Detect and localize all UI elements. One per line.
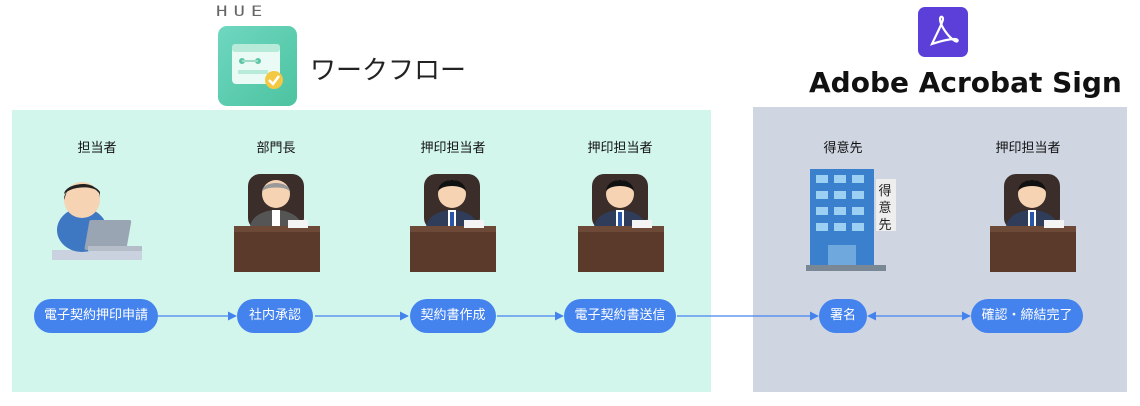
hue-brand-text: HUE: [216, 3, 269, 20]
building-sign-char: 得: [878, 184, 892, 199]
department-head-illustration: [234, 174, 320, 272]
hue-workflow-logo: [218, 26, 297, 106]
seal-officer-illustration: [410, 174, 496, 272]
building-sign-char: 先: [878, 218, 892, 233]
staff-laptop-illustration: [52, 182, 142, 260]
role-label-seal-officer: 押印担当者: [995, 141, 1061, 156]
acrobat-sign-logo: [918, 7, 968, 57]
role-label-seal-officer: 押印担当者: [420, 141, 486, 156]
building-sign-char: 意: [878, 201, 892, 216]
role-label-department-head: 部門長: [256, 141, 296, 156]
role-label-client: 得意先: [823, 141, 863, 156]
step-confirm-complete: 確認・締結完了: [971, 299, 1083, 333]
seal-officer-illustration: [990, 174, 1076, 272]
step-e-contract-seal-request: 電子契約押印申請: [34, 299, 158, 333]
seal-officer-illustration: [578, 174, 664, 272]
building-sign: 得 意 先: [878, 183, 892, 234]
acrobat-sign-title: Adobe Acrobat Sign: [809, 66, 1122, 99]
step-e-contract-send: 電子契約書送信: [564, 299, 676, 333]
step-contract-creation: 契約書作成: [410, 299, 496, 333]
step-signature: 署名: [819, 299, 867, 333]
role-label-staff: 担当者: [77, 141, 117, 156]
workflow-title: ワークフロー: [310, 56, 467, 86]
client-building-illustration: [806, 169, 896, 271]
step-internal-approval: 社内承認: [237, 299, 313, 333]
role-label-seal-officer: 押印担当者: [587, 141, 653, 156]
